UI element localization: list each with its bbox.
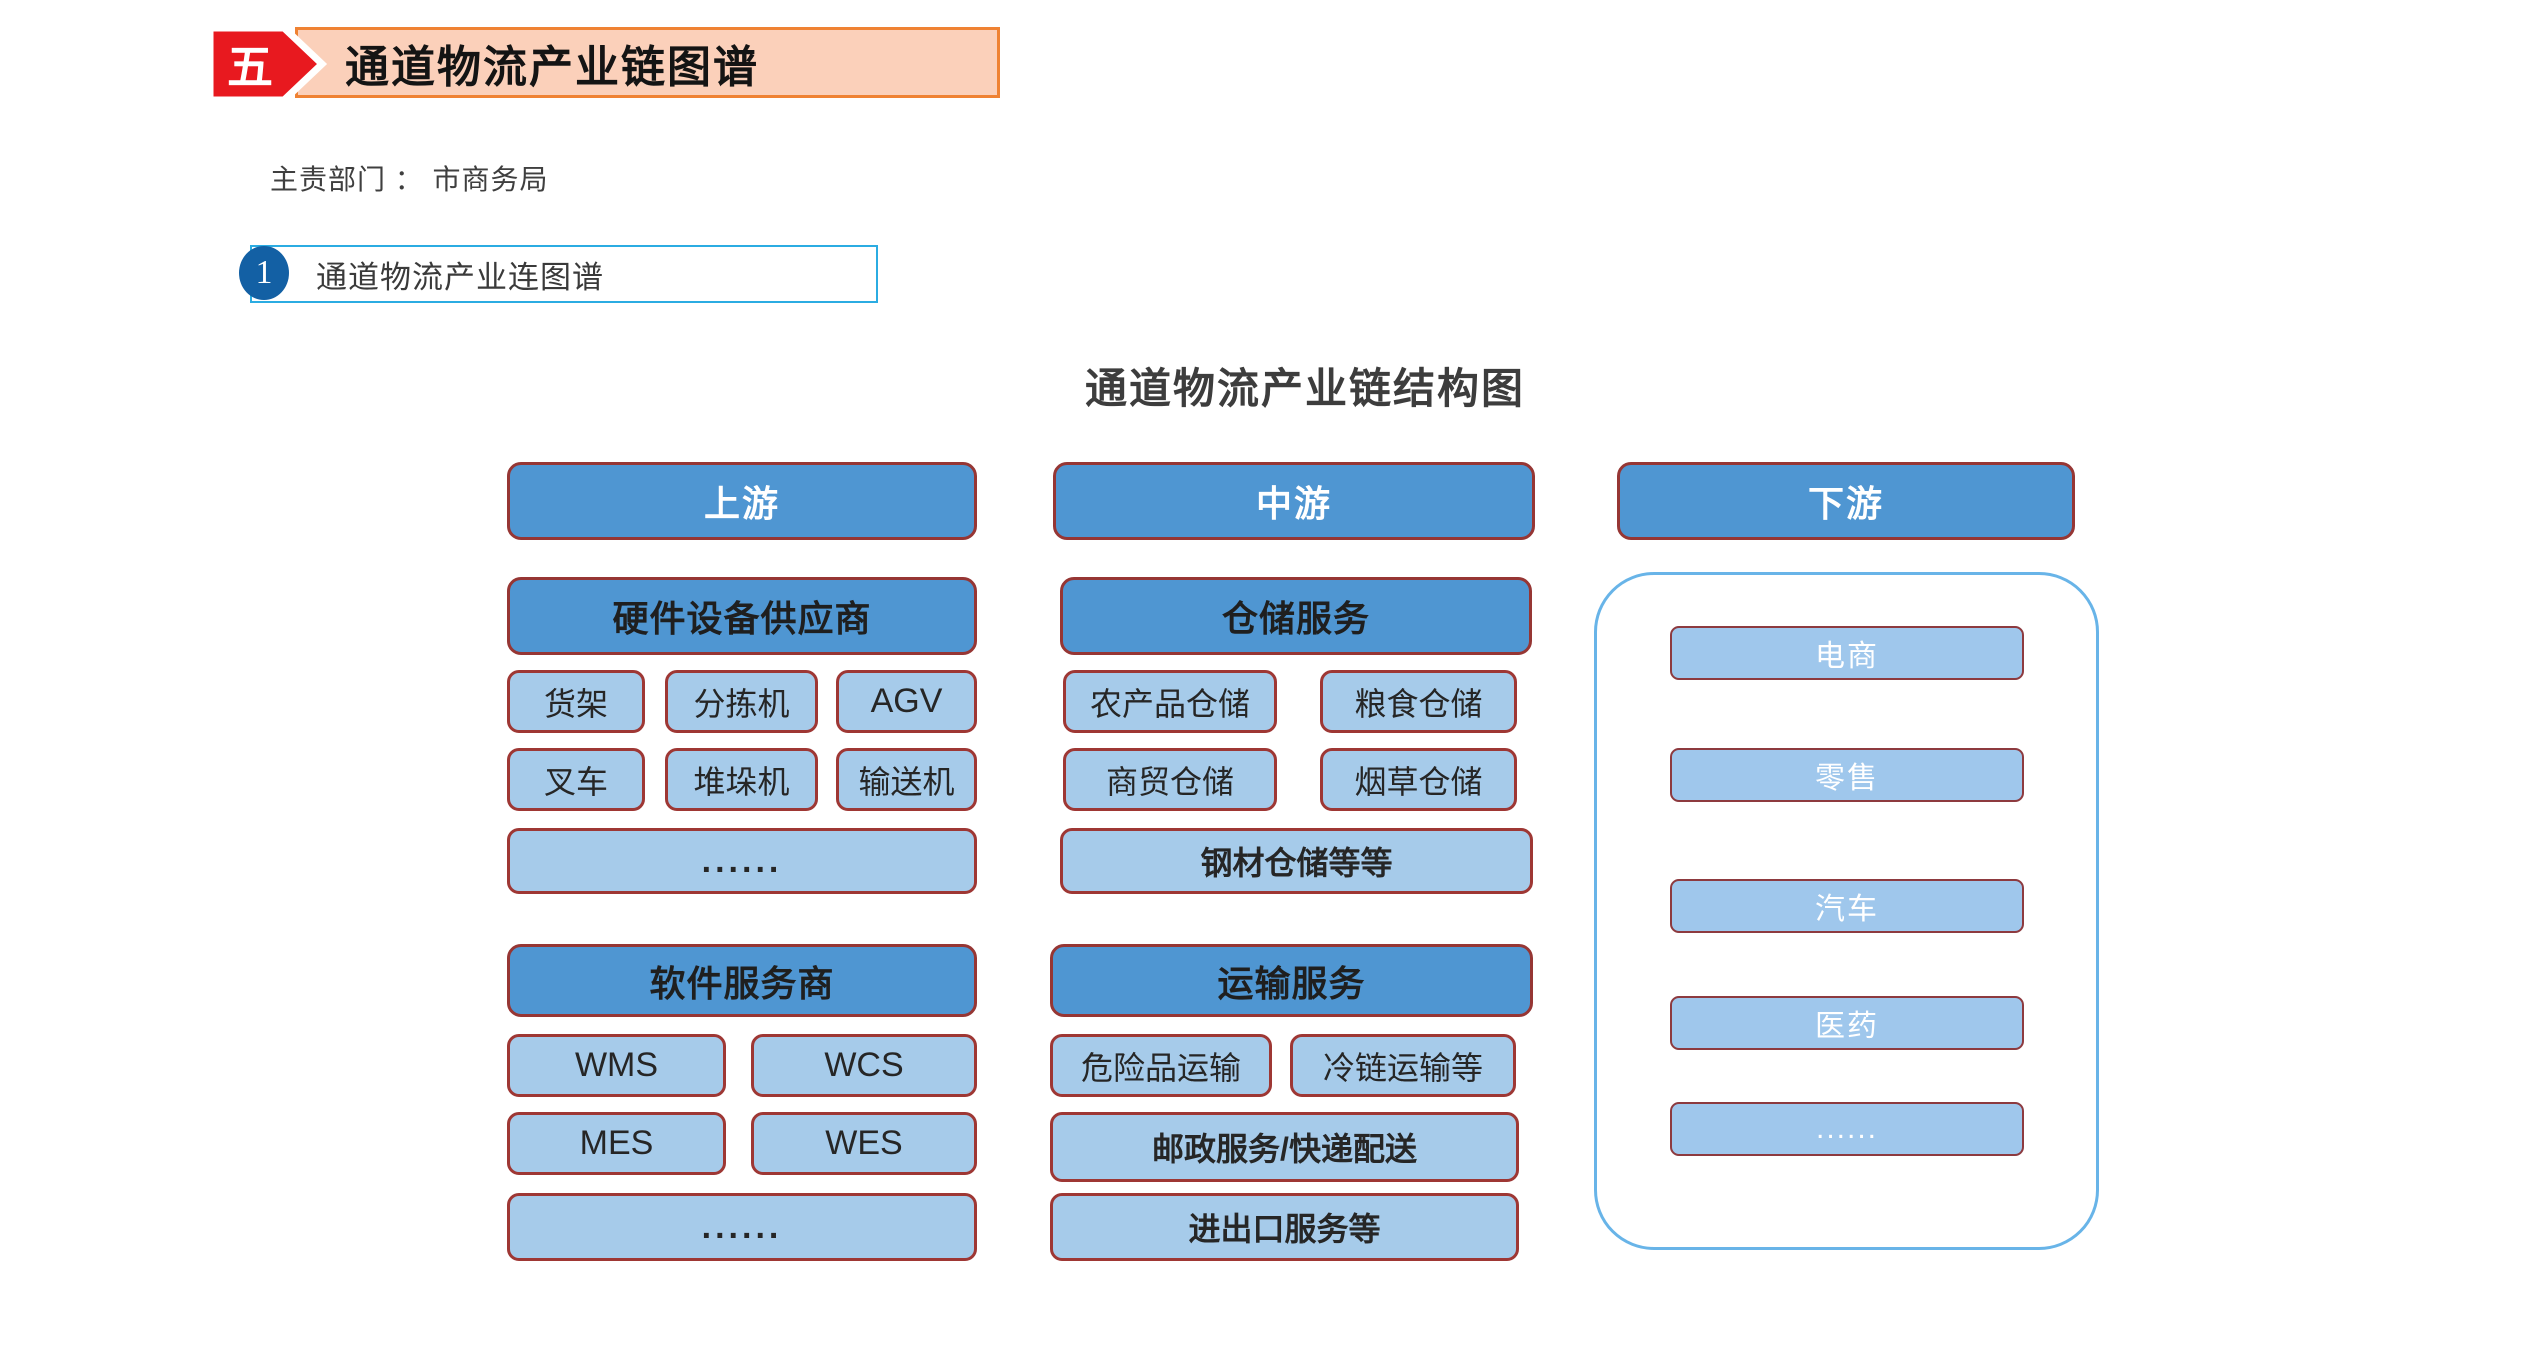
midstream-cell-coldchain-transport: 冷链运输等 (1290, 1034, 1516, 1097)
upstream-cell-forklift: 叉车 (507, 748, 645, 811)
upstream-software-more: ...... (507, 1193, 977, 1261)
diagram-title: 通道物流产业链结构图 (1084, 365, 1525, 412)
upstream-cell-wes: WES (751, 1112, 977, 1175)
section-banner-title: 通道物流产业链图谱 (345, 42, 759, 92)
item-title-label: 通道物流产业连图谱 (316, 259, 604, 295)
section-banner (295, 27, 1000, 98)
midstream-cell-agri-storage: 农产品仓储 (1063, 670, 1277, 733)
upstream-cell-sorter: 分拣机 (665, 670, 818, 733)
upstream-cell-wcs: WCS (751, 1034, 977, 1097)
upstream-cell-stacker: 堆垛机 (665, 748, 818, 811)
item-title-label-wrap: 通道物流产业连图谱 (316, 245, 604, 303)
upstream-cell-mes: MES (507, 1112, 726, 1175)
downstream-header: 下游 (1617, 462, 2075, 540)
downstream-item-ecommerce: 电商 (1670, 626, 2024, 680)
section-banner-title-wrap: 通道物流产业链图谱 (345, 27, 759, 98)
section-number-arrow-icon (206, 24, 328, 104)
midstream-cell-hazmat-transport: 危险品运输 (1050, 1034, 1272, 1097)
upstream-hardware-more: ...... (507, 828, 977, 894)
downstream-item-automotive: 汽车 (1670, 879, 2024, 933)
upstream-hardware-title: 硬件设备供应商 (507, 577, 977, 655)
midstream-cell-trade-storage: 商贸仓储 (1063, 748, 1277, 811)
midstream-postal-express-wide: 邮政服务/快递配送 (1050, 1112, 1519, 1182)
upstream-cell-wms: WMS (507, 1034, 726, 1097)
item-number-circle: 1 (239, 246, 289, 300)
upstream-software-title: 软件服务商 (507, 944, 977, 1017)
midstream-header: 中游 (1053, 462, 1535, 540)
midstream-cell-tobacco-storage: 烟草仓储 (1320, 748, 1517, 811)
upstream-cell-shelf: 货架 (507, 670, 645, 733)
midstream-warehousing-title: 仓储服务 (1060, 577, 1532, 655)
midstream-cell-grain-storage: 粮食仓储 (1320, 670, 1517, 733)
upstream-header: 上游 (507, 462, 977, 540)
downstream-item-pharma: 医药 (1670, 996, 2024, 1050)
midstream-steel-storage-wide: 钢材仓储等等 (1060, 828, 1533, 894)
midstream-transport-title: 运输服务 (1050, 944, 1533, 1017)
downstream-item-retail: 零售 (1670, 748, 2024, 802)
section-number-badge: 五 (227, 40, 273, 93)
upstream-cell-agv: AGV (836, 670, 977, 733)
midstream-import-export-wide: 进出口服务等 (1050, 1193, 1519, 1261)
upstream-cell-conveyor: 输送机 (836, 748, 977, 811)
department-label: 主责部门 ： 市商务局 (270, 164, 549, 195)
downstream-item-more: ...... (1670, 1102, 2024, 1156)
